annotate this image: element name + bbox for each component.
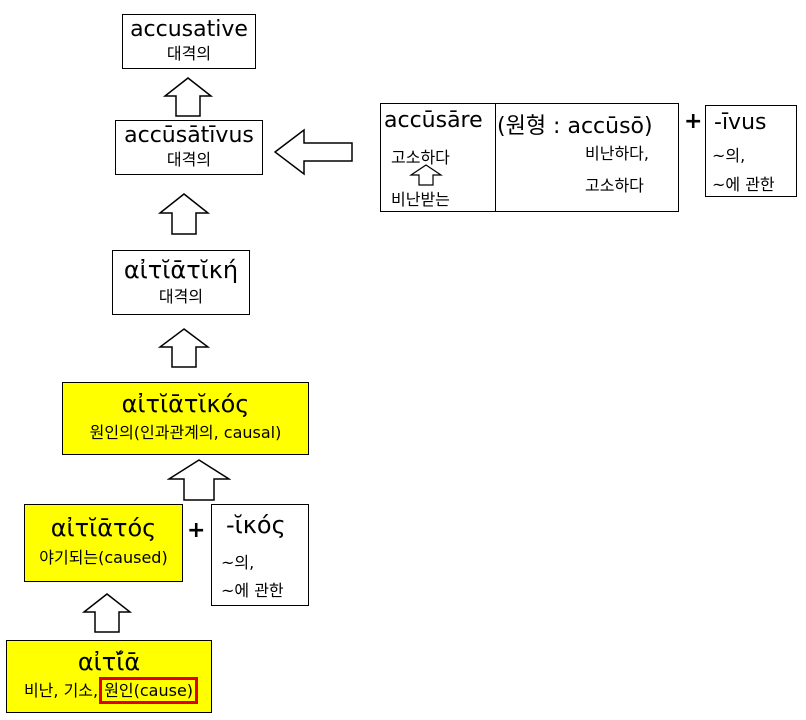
node-gloss-part-1: 비난, 기소, <box>23 681 104 700</box>
node-accusative: accusative 대격의 <box>122 14 256 69</box>
node-aitiatikos: αἰτῐᾱτῐκός 원인의(인과관계의, causal) <box>62 382 309 455</box>
node-gloss: 대격의 <box>166 44 212 63</box>
node-gloss: 대격의 <box>166 150 212 169</box>
node-word: αἰτῐᾱτός <box>50 514 157 542</box>
node-accusativus: accūsātīvus 대격의 <box>115 120 263 175</box>
gloss-right-2: 고소하다 <box>585 176 644 195</box>
node-aitiatike: αἰτῐᾱτῐκή 대격의 <box>112 250 250 315</box>
node-gloss: 대격의 <box>158 287 204 306</box>
node-gloss: 비난, 기소, 원인(cause) <box>7 677 211 704</box>
node-gloss-2: ~에 관한 <box>221 581 284 600</box>
up-arrow-icon <box>158 193 210 235</box>
left-arrow-icon <box>274 128 354 176</box>
highlighted-gloss-cause: 원인(cause) <box>99 677 199 704</box>
node-gloss: 원인의(인과관계의, causal) <box>89 423 282 442</box>
node-word-paren: (원형 : accūsō) <box>497 114 653 139</box>
gloss-left-2: 비난받는 <box>391 190 450 209</box>
node-aitia: αἰτῐ́ᾱ 비난, 기소, 원인(cause) <box>6 640 212 713</box>
up-arrow-icon <box>158 328 210 368</box>
node-word: -īvus <box>714 110 767 135</box>
gloss-right-1: 비난하다, <box>585 144 649 163</box>
node-word: αἰτῐᾱτῐκή <box>123 256 239 284</box>
node-accusare: accūsāre (원형 : accūsō) 고소하다 비난받는 비난하다, 고… <box>380 103 679 212</box>
up-arrow-icon <box>163 77 213 117</box>
node-ivus: -īvus ~의, ~에 관한 <box>705 105 797 197</box>
up-arrow-icon <box>82 593 132 633</box>
node-word: -ῐκός <box>226 511 286 539</box>
node-gloss-1: ~의, <box>712 146 746 165</box>
node-gloss: 야기되는(caused) <box>39 548 168 567</box>
small-up-arrow-icon <box>409 164 443 190</box>
node-gloss-1: ~의, <box>221 553 255 572</box>
node-word: αἰτῐᾱτῐκός <box>121 390 250 418</box>
node-word: αἰτῐ́ᾱ <box>77 648 141 676</box>
node-aitiatos: αἰτῐᾱτός 야기되는(caused) <box>24 504 183 582</box>
node-word: accusative <box>130 17 248 42</box>
plus-sign: + <box>187 518 206 543</box>
node-ikos: -ῐκός ~의, ~에 관한 <box>211 504 309 606</box>
accusare-divider <box>495 104 496 211</box>
plus-sign: + <box>684 109 703 134</box>
node-word: accūsātīvus <box>124 123 254 148</box>
gloss-left-1: 고소하다 <box>391 148 450 167</box>
up-arrow-icon <box>167 459 231 501</box>
node-word: accūsāre <box>384 108 483 133</box>
node-gloss-2: ~에 관한 <box>712 175 775 194</box>
